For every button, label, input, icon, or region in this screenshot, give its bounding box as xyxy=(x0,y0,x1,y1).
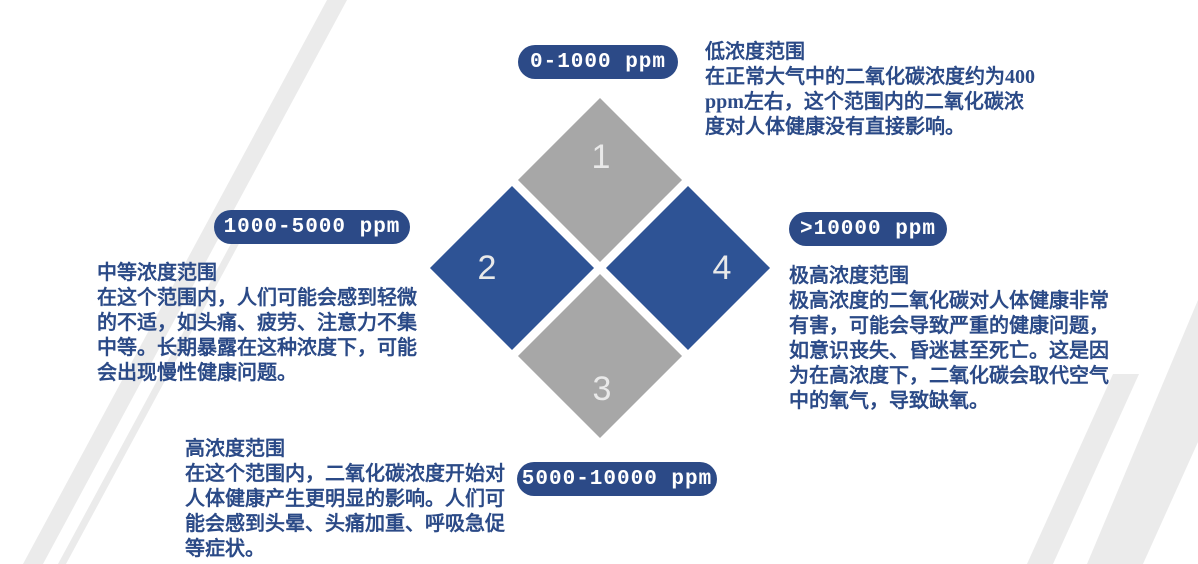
info-title-high: 高浓度范围 xyxy=(185,438,285,460)
diagonal-stripe xyxy=(58,240,241,564)
info-block-low: 低浓度范围 在正常大气中的二氧化碳浓度约为400ppm左右，这个范围内的二氧化碳… xyxy=(705,40,1037,140)
diagonal-stripe xyxy=(1087,300,1198,564)
info-block-extreme: 极高浓度范围 极高浓度的二氧化碳对人体健康非常有害，可能会导致严重的健康问题，如… xyxy=(789,264,1125,414)
info-title-low: 低浓度范围 xyxy=(705,41,805,63)
diagonal-stripe xyxy=(23,0,347,564)
info-block-high: 高浓度范围 在这个范围内，二氧化碳浓度开始对人体健康产生更明显的影响。人们可能会… xyxy=(185,437,511,562)
diamond-number-4: 4 xyxy=(712,249,732,287)
diagonal-stripe xyxy=(1027,374,1139,564)
diamond-number-1: 1 xyxy=(591,138,611,176)
range-pill-medium: 1000-5000 ppm xyxy=(214,210,410,244)
info-description-extreme: 极高浓度的二氧化碳对人体健康非常有害，可能会导致严重的健康问题，如意识丧失、昏迷… xyxy=(789,290,1109,412)
range-pill-low: 0-1000 ppm xyxy=(518,45,678,79)
range-pill-high: 5000-10000 ppm xyxy=(517,462,717,496)
diamond-number-3: 3 xyxy=(592,370,612,408)
range-pill-extreme: >10000 ppm xyxy=(789,212,947,246)
info-title-medium: 中等浓度范围 xyxy=(97,262,217,284)
info-description-high: 在这个范围内，二氧化碳浓度开始对人体健康产生更明显的影响。人们可能会感到头晕、头… xyxy=(185,463,505,560)
info-block-medium: 中等浓度范围 在这个范围内，人们可能会感到轻微的不适，如头痛、疲劳、注意力不集中… xyxy=(97,261,423,386)
info-description-medium: 在这个范围内，人们可能会感到轻微的不适，如头痛、疲劳、注意力不集中等。长期暴露在… xyxy=(97,287,417,384)
info-description-low: 在正常大气中的二氧化碳浓度约为400ppm左右，这个范围内的二氧化碳浓度对人体健… xyxy=(705,66,1035,138)
info-title-extreme: 极高浓度范围 xyxy=(789,265,909,287)
diamond-number-2: 2 xyxy=(477,249,497,287)
